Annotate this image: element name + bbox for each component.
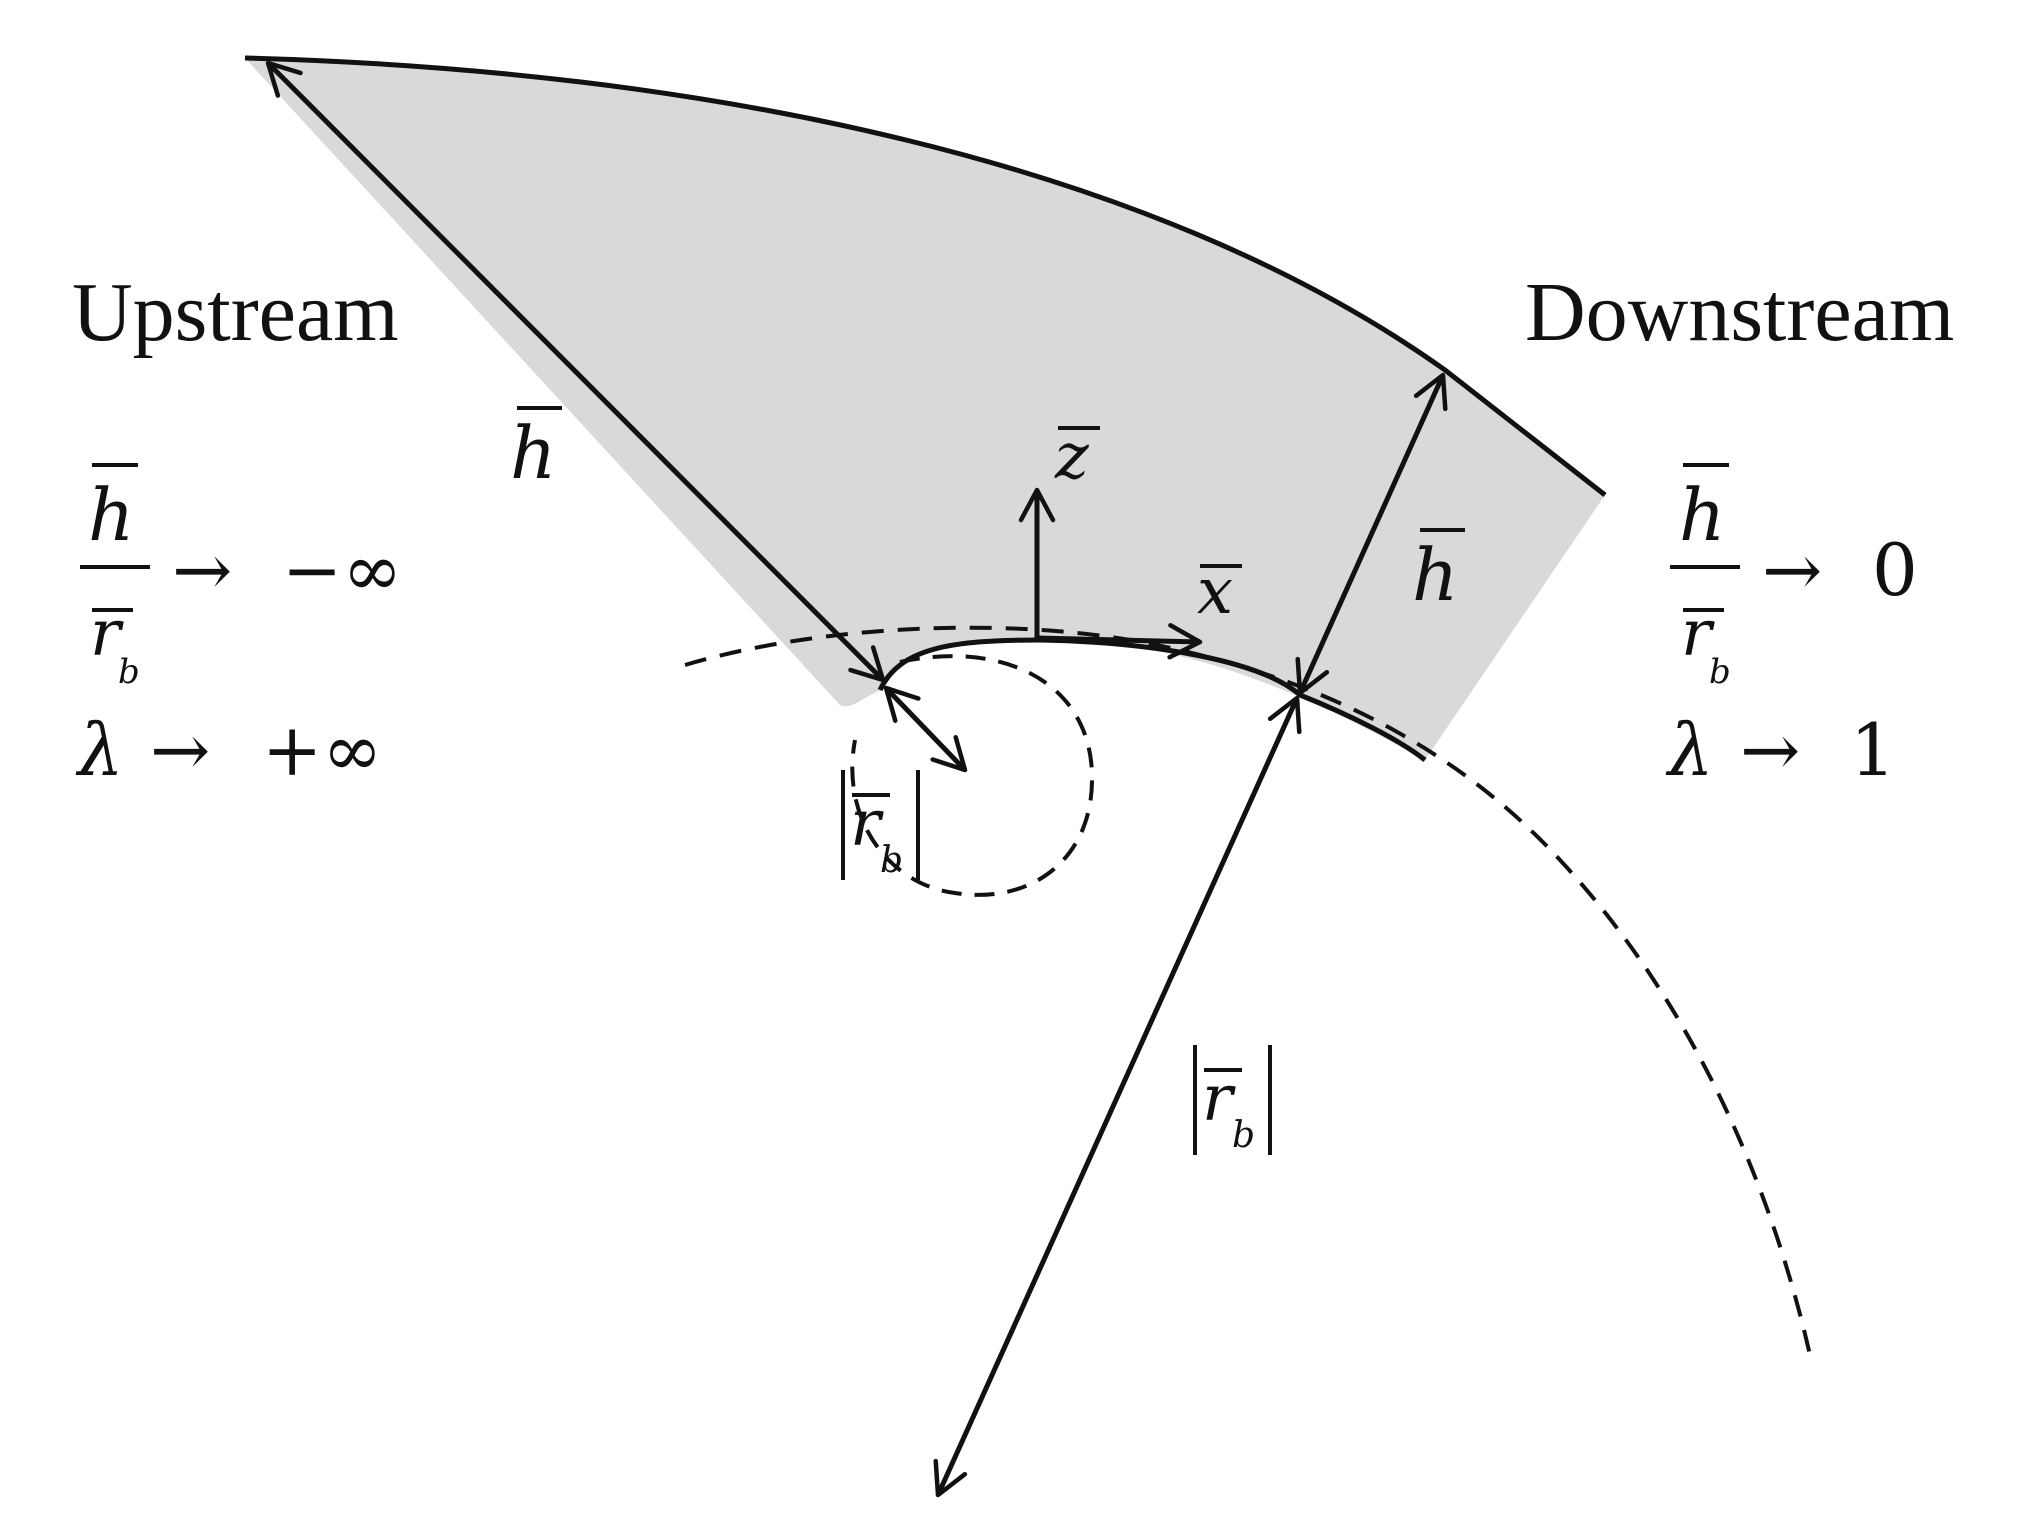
h-arrow-upstream — [265, 60, 886, 683]
svg-text:h: h — [1679, 473, 1725, 557]
svg-text:h: h — [510, 411, 556, 495]
svg-text:0: 0 — [1872, 528, 1918, 612]
svg-text:b: b — [880, 840, 903, 881]
svg-text:b: b — [1232, 1115, 1255, 1156]
upstream-label: Upstream — [72, 266, 399, 359]
downstream-label: Downstream — [1525, 266, 1954, 359]
x-axis-arrow — [1036, 623, 1203, 660]
large-radius-dashed-arc — [684, 625, 1812, 1356]
svg-text:b: b — [1709, 652, 1731, 692]
svg-text:z: z — [1054, 420, 1090, 494]
h-label-downstream: h — [1412, 528, 1465, 617]
svg-text:+∞: +∞ — [262, 708, 382, 792]
svg-text:→: → — [172, 528, 232, 612]
small-radius-label: r b — [841, 770, 920, 881]
svg-text:r: r — [90, 597, 124, 671]
upstream-lambda-limit: λ → +∞ — [75, 708, 382, 792]
svg-text:r: r — [850, 787, 884, 861]
svg-text:h: h — [1412, 533, 1458, 617]
svg-text:b: b — [118, 652, 140, 692]
svg-text:x: x — [1197, 555, 1233, 629]
svg-text:λ: λ — [75, 708, 124, 792]
fluid-region — [245, 58, 1605, 760]
svg-text:r: r — [1202, 1062, 1236, 1136]
svg-text:−∞: −∞ — [282, 528, 402, 612]
svg-text:→: → — [1740, 708, 1800, 792]
downstream-lambda-limit: λ → 1 — [1665, 708, 1896, 792]
svg-text:λ: λ — [1665, 708, 1714, 792]
large-radius-arrow — [933, 695, 1302, 1498]
svg-text:1: 1 — [1850, 708, 1896, 792]
small-radius-arrow — [883, 685, 968, 773]
z-label: z — [1054, 420, 1100, 494]
downstream-ratio-limit: h r b → 0 — [1670, 463, 1918, 692]
svg-text:→: → — [150, 708, 210, 792]
svg-text:→: → — [1762, 528, 1822, 612]
upstream-ratio-limit: h r b → −∞ — [80, 463, 402, 692]
large-radius-label: r b — [1193, 1045, 1272, 1156]
h-arrow-downstream — [1295, 372, 1448, 696]
svg-text:h: h — [88, 473, 134, 557]
h-label-upstream: h — [510, 406, 562, 495]
x-label: x — [1197, 555, 1242, 629]
small-radius-dashed-circle — [850, 654, 1095, 897]
svg-text:r: r — [1681, 597, 1715, 671]
